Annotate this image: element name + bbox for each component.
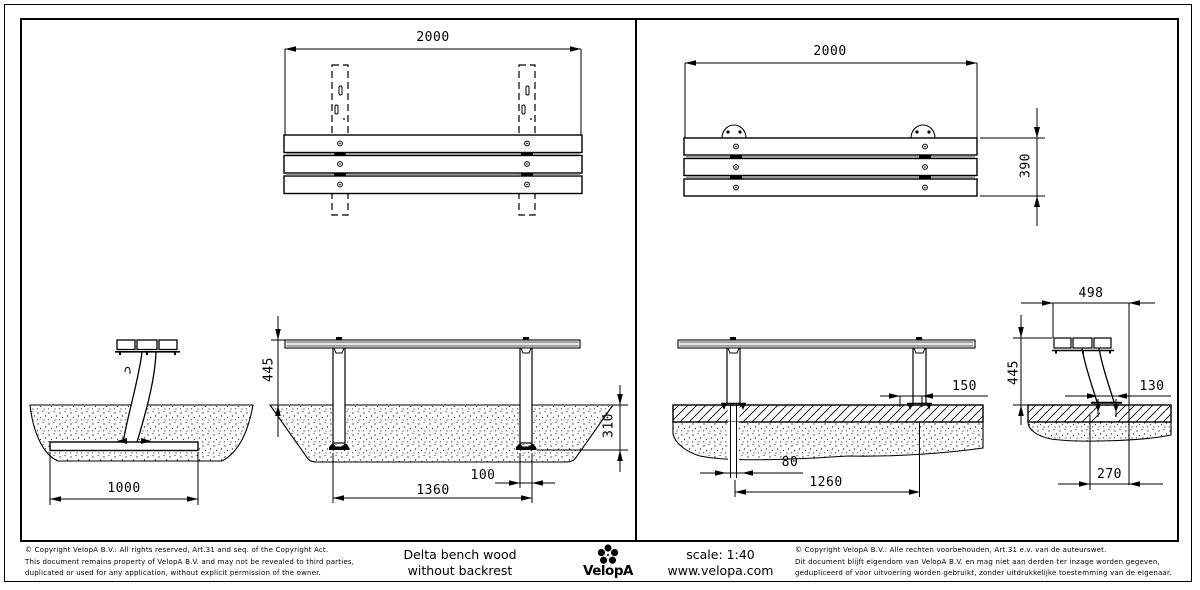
top-view-surface: 2000 390 [683,28,1053,228]
dim-front-surface-leg-span: 1260 [809,475,843,490]
dim-front-inground-height: 445 [261,357,277,382]
front-view-inground: 445 310 100 1360 [261,300,635,512]
side-view-surface: 498 445 130 270 [1003,285,1180,500]
flower-icon [597,544,619,564]
front-view-surface-drawing [672,337,988,497]
copyright-notice-nl: © Copyright VelopA B.V.: Alle rechten vo… [795,545,1190,580]
copyright-en-line1: © Copyright VelopA B.V.: All rights rese… [25,546,329,554]
side-view-surface-drawing [1013,300,1172,490]
dim-side-surface-height: 445 [1006,360,1022,385]
dim-front-surface-bolt-span: 80 [781,455,799,470]
dim-front-inground-leg-width: 100 [470,468,496,483]
side-view-inground-drawing [29,339,254,505]
front-view-surface: 150 80 1260 [658,300,990,505]
scale-info: scale: 1:40 www.velopa.com [648,547,793,579]
copyright-en-line2: This document remains property of VelopA… [25,557,355,566]
copyright-nl-line1: © Copyright VelopA B.V.: Alle rechten vo… [795,546,1107,554]
outer-border [4,4,1192,582]
dim-side-surface-base-span: 270 [1097,467,1122,482]
dim-top-surface-depth: 390 [1018,153,1034,178]
inner-frame [20,18,1179,542]
logo-text: VelopA [583,563,633,579]
dim-front-inground-leg-span: 1360 [416,483,450,498]
side-view-inground: 1000 [25,300,285,512]
dim-side-inground-plate: 1000 [107,481,141,496]
panel-divider [635,18,637,542]
top-view-inground-drawing [283,46,583,216]
top-view-inground: 2000 [283,28,583,228]
velopa-logo: VelopA [578,543,638,579]
copyright-notice-en: © Copyright VelopA B.V.: All rights rese… [25,545,375,580]
dim-top-inground-width: 2000 [416,30,450,45]
dim-side-surface-bolt-span: 130 [1139,379,1165,394]
dim-top-surface-width: 2000 [813,44,847,59]
dim-front-surface-plate-width: 150 [952,379,977,394]
website-label: www.velopa.com [667,563,774,578]
top-view-surface-drawing [683,60,1045,226]
copyright-nl-line3: gedupliceerd of voor uitvoering worden g… [795,569,1172,577]
front-view-inground-drawing [268,316,628,503]
scale-label: scale: 1:40 [686,547,755,562]
product-title: Delta bench wood without backrest [385,547,535,579]
product-title-line1: Delta bench wood [403,547,517,562]
copyright-nl-line2: Dit document blijft eigendom van VelopA … [795,557,1160,566]
copyright-en-line3: duplicated or used for any application, … [25,569,322,577]
dim-side-surface-top-width: 498 [1078,286,1104,301]
product-title-line2: without backrest [407,563,513,578]
dim-front-inground-ground-depth: 310 [601,413,617,438]
